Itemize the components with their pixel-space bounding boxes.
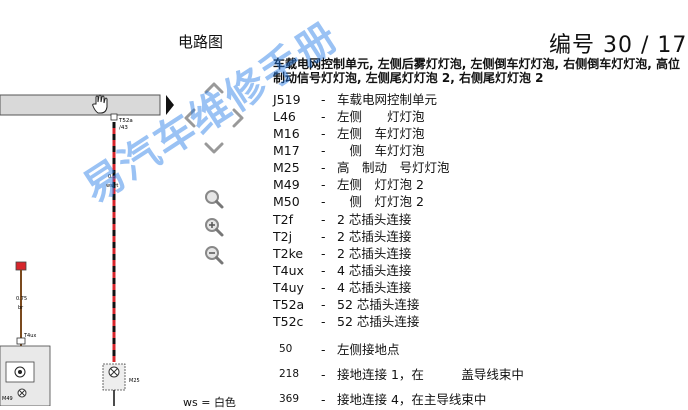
legend-text: 2 芯插头连接 [337, 229, 412, 244]
legend-dash: - [321, 212, 326, 227]
bottom-note: ws = 白色 [183, 396, 236, 409]
connector-top-pin: /43 [119, 125, 128, 131]
legend-text: 左侧接地点 [337, 342, 400, 357]
zoom-out-icon[interactable] [205, 246, 224, 265]
legend-dash: - [321, 92, 326, 107]
left-connector-label: T4ux [23, 333, 36, 339]
legend-dash: - [321, 160, 326, 175]
legend-text: 侧 车灯灯泡 [337, 143, 425, 158]
legend-dash: - [321, 263, 326, 278]
page-number-header: 编号 30 / 17 [549, 27, 687, 59]
legend-code: 218 [279, 368, 300, 380]
number-label: 编号 [549, 33, 596, 58]
legend-text: 车载电网控制单元 [337, 92, 438, 107]
legend-dash: - [321, 246, 326, 261]
connector-top-label: T52a [118, 118, 133, 124]
legend-code: M25 [273, 160, 300, 175]
diagram-title: 电路图 [178, 33, 224, 51]
circuit-diagram: T52a /43 0.5 ws/rt M25 0.75 br T4ux M49 [0, 94, 174, 406]
chevron-up-icon[interactable] [204, 82, 224, 94]
legend-dash: - [321, 314, 326, 329]
control-unit-bar [0, 94, 161, 116]
diagram-description: 车载电网控制单元, 左侧后雾灯灯泡, 左侧倒车灯灯泡, 右侧倒车灯灯泡, 高位制… [273, 57, 680, 85]
bar-arrow-icon[interactable] [166, 95, 174, 115]
wire-gauge-label: 0.5 [108, 174, 116, 180]
legend-text: 左侧 灯灯泡 [337, 109, 425, 124]
zoom-in-icon[interactable] [205, 218, 224, 237]
legend-code: T4ux [273, 263, 304, 278]
legend-dash: - [321, 143, 326, 158]
legend-code: T2f [273, 212, 293, 227]
legend-dash: - [321, 229, 326, 244]
legend-dash: - [321, 392, 326, 407]
legend-dash: - [321, 194, 326, 209]
page-number: 30 / 17 [603, 33, 688, 58]
legend-text: 52 芯插头连接 [337, 297, 420, 312]
legend-dash: - [321, 280, 326, 295]
legend-text: 接地连接 1，在 盖导线束中 [337, 367, 524, 382]
legend-code: 369 [279, 393, 300, 405]
nav-controls [184, 82, 244, 265]
legend-text: 2 芯插头连接 [337, 246, 412, 261]
legend-code: J519 [273, 92, 301, 107]
legend-dash: - [321, 109, 326, 124]
legend-text: 4 芯插头连接 [337, 280, 412, 295]
legend-code: T2ke [273, 246, 304, 261]
legend-dash: - [321, 297, 326, 312]
component-right-label: M25 [129, 378, 140, 384]
legend-text: 2 芯插头连接 [337, 212, 412, 227]
legend-text: 左侧 车灯灯泡 [337, 126, 425, 141]
legend-code: M16 [273, 126, 300, 141]
left-color-label: br [18, 305, 24, 311]
chevron-left-icon[interactable] [184, 108, 196, 128]
hand-cursor-icon [92, 94, 108, 114]
component-left-label: M49 [2, 396, 13, 402]
legend-text: 4 芯插头连接 [337, 263, 412, 278]
legend-code: 50 [279, 343, 293, 355]
legend-text: 侧 灯灯泡 2 [337, 194, 424, 209]
legend-text: 高 制动 号灯灯泡 [337, 160, 450, 175]
legend-code: M50 [273, 194, 300, 209]
legend-code: T2j [273, 229, 293, 244]
legend-code: M49 [273, 177, 300, 192]
legend-dash: - [321, 126, 326, 141]
left-gauge-label: 0.75 [16, 296, 27, 302]
legend-dash: - [321, 177, 326, 192]
legend-code: L46 [273, 109, 296, 124]
legend-text: 52 芯插头连接 [337, 314, 420, 329]
legend-dash: - [321, 367, 326, 382]
legend-code: M17 [273, 143, 300, 158]
chevron-right-icon[interactable] [232, 108, 244, 128]
legend-text: 接地连接 4，在主导线束中 [337, 392, 487, 407]
zoom-icon[interactable] [205, 190, 224, 209]
legend-code: T52a [273, 297, 305, 312]
chevron-down-icon[interactable] [204, 142, 224, 154]
legend-code: T4uy [273, 280, 304, 295]
wire-color-label: ws/rt [106, 183, 118, 189]
legend-dash: - [321, 342, 326, 357]
legend-code: T52c [273, 314, 304, 329]
legend-text: 左侧 灯灯泡 2 [337, 177, 424, 192]
